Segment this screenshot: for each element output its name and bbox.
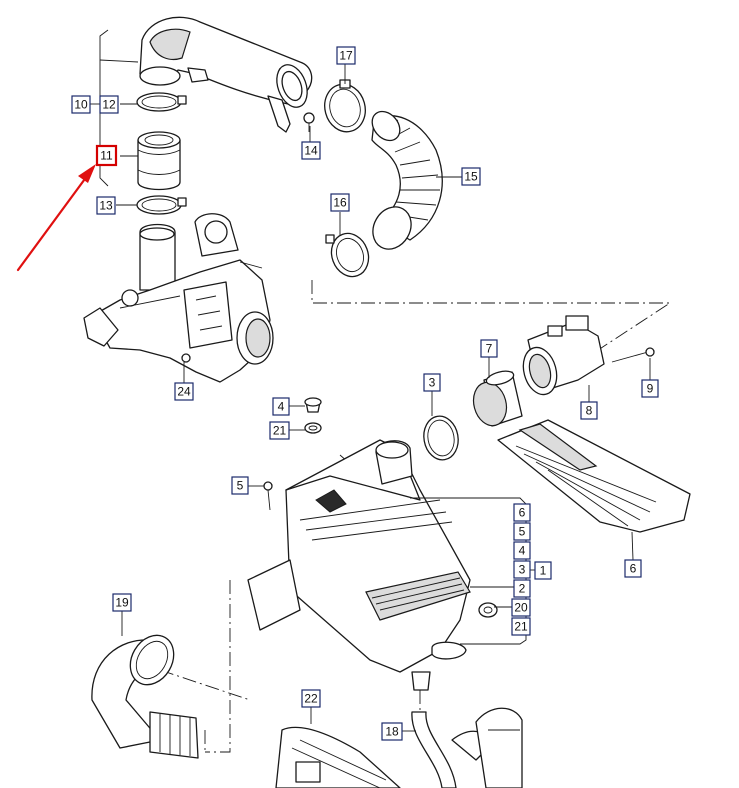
callout-20[interactable]: 20: [511, 598, 531, 617]
svg-text:5: 5: [519, 525, 526, 539]
svg-text:21: 21: [514, 620, 528, 634]
callout-4-plug[interactable]: 4: [272, 397, 290, 416]
callout-21-group[interactable]: 21: [511, 617, 531, 636]
callout-1-assembly[interactable]: 1: [534, 561, 552, 580]
turbocharger-24: [83, 213, 274, 383]
callout-9[interactable]: 9: [641, 379, 659, 398]
svg-text:12: 12: [102, 98, 116, 112]
callout-16[interactable]: 16: [330, 193, 350, 212]
callout-22[interactable]: 22: [301, 689, 321, 708]
svg-text:10: 10: [74, 98, 88, 112]
clamp-13: [136, 195, 187, 215]
svg-text:6: 6: [519, 506, 526, 520]
resonator-22: [275, 726, 401, 788]
svg-text:19: 19: [115, 596, 129, 610]
callout-10[interactable]: 10: [71, 95, 91, 114]
callout-18[interactable]: 18: [381, 722, 403, 741]
svg-text:20: 20: [514, 601, 528, 615]
callout-17[interactable]: 17: [336, 46, 356, 65]
callout-12[interactable]: 12: [99, 95, 119, 114]
callout-labels: 10 12 11 13 14 17 15 16 24 7 8 9 3 4 21 …: [71, 46, 659, 741]
svg-text:7: 7: [486, 342, 493, 356]
air-mass-meter-8: [522, 315, 605, 396]
callout-21-grommet[interactable]: 21: [269, 421, 290, 440]
svg-text:3: 3: [429, 376, 436, 390]
svg-text:5: 5: [237, 479, 244, 493]
callout-11-highlighted[interactable]: 11: [95, 144, 118, 167]
svg-text:24: 24: [177, 385, 191, 399]
callout-2-group[interactable]: 2: [513, 579, 531, 598]
callout-6-group[interactable]: 6: [513, 503, 531, 522]
sleeve-11: [137, 131, 181, 191]
callout-19[interactable]: 19: [112, 593, 132, 612]
bolt-14: [303, 112, 315, 132]
intake-pipe-upper: [139, 16, 313, 133]
air-filter-lid-6: [497, 419, 691, 533]
svg-text:3: 3: [519, 563, 526, 577]
air-filter-housing: [247, 439, 471, 691]
callout-3-group[interactable]: 3: [513, 560, 531, 579]
grommet-21: [304, 422, 322, 434]
hose-clamp-17: [324, 79, 366, 133]
corrugated-hose-15: [371, 110, 443, 250]
svg-text:11: 11: [100, 149, 113, 163]
callout-3-seal[interactable]: 3: [423, 373, 441, 392]
svg-text:1: 1: [540, 564, 547, 578]
svg-text:4: 4: [278, 400, 285, 414]
svg-text:13: 13: [99, 199, 113, 213]
callout-15[interactable]: 15: [461, 167, 481, 186]
hose-clamp-16: [325, 232, 370, 278]
breather-hose-18: [411, 707, 523, 788]
screw-5: [263, 481, 273, 511]
callout-14[interactable]: 14: [301, 141, 321, 160]
adapter-7: [472, 370, 523, 427]
plug-4: [304, 397, 322, 413]
svg-text:6: 6: [630, 562, 637, 576]
svg-text:9: 9: [647, 382, 654, 396]
callout-7[interactable]: 7: [480, 339, 498, 358]
svg-text:2: 2: [519, 582, 526, 596]
seal-ring-3: [423, 415, 459, 461]
svg-text:21: 21: [273, 424, 287, 438]
callout-4-group[interactable]: 4: [513, 541, 531, 560]
svg-text:17: 17: [339, 49, 353, 63]
svg-text:16: 16: [333, 196, 347, 210]
svg-text:18: 18: [385, 725, 399, 739]
callout-13[interactable]: 13: [96, 196, 116, 215]
callout-6-lid[interactable]: 6: [624, 559, 642, 578]
highlight-pointer-arrow: [16, 164, 96, 272]
callout-5-screw[interactable]: 5: [231, 476, 249, 495]
bolt-9: [611, 347, 655, 363]
clamp-12: [136, 92, 187, 112]
callout-8[interactable]: 8: [580, 401, 598, 420]
svg-text:15: 15: [464, 170, 478, 184]
callout-24[interactable]: 24: [174, 382, 194, 401]
svg-text:14: 14: [304, 144, 318, 158]
intake-duct-19: [91, 634, 199, 759]
grommet-20: [478, 602, 498, 618]
svg-text:4: 4: [519, 544, 526, 558]
callout-5-group[interactable]: 5: [513, 522, 531, 541]
svg-text:8: 8: [586, 404, 593, 418]
svg-text:22: 22: [304, 692, 318, 706]
